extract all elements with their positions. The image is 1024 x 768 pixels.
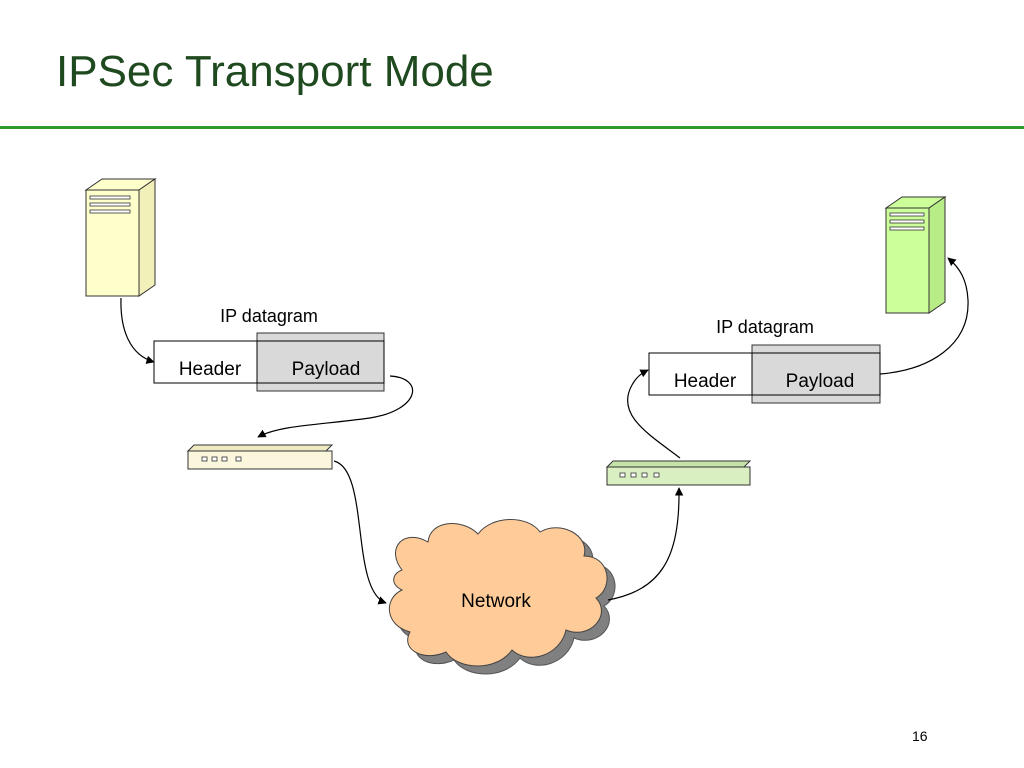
- left-router-icon: [186, 444, 334, 470]
- arrow-datagram-to-router: [257, 375, 414, 438]
- right-datagram-caption: IP datagram: [716, 317, 814, 337]
- left-header-label: Header: [179, 359, 242, 380]
- arrow-network-to-router: [607, 487, 684, 601]
- arrow-router-to-datagram: [626, 369, 681, 459]
- connector-arrows: [120, 257, 969, 605]
- network-cloud-icon: Network: [388, 519, 616, 675]
- slide-title: IPSec Transport Mode: [56, 47, 494, 96]
- arrow-host-to-datagram: [120, 297, 155, 364]
- right-payload-label: Payload: [786, 371, 855, 392]
- left-host-server-icon: [84, 178, 157, 297]
- page-number: 16: [912, 728, 928, 744]
- network-label: Network: [461, 591, 531, 612]
- right-payload-cell: [751, 352, 881, 396]
- left-datagram-caption: IP datagram: [220, 306, 318, 326]
- arrow-datagram-to-host: [879, 257, 969, 375]
- right-router-icon: [605, 460, 752, 486]
- right-ip-datagram: IP datagram Header Payload: [648, 317, 881, 404]
- left-ip-datagram: IP datagram Header Payload: [153, 306, 385, 392]
- left-payload-label: Payload: [292, 359, 361, 380]
- right-host-server-icon: [884, 196, 947, 314]
- title-divider: [0, 126, 1024, 129]
- right-header-label: Header: [674, 371, 737, 392]
- arrow-router-to-network: [333, 460, 387, 605]
- left-payload-cell: [256, 340, 385, 384]
